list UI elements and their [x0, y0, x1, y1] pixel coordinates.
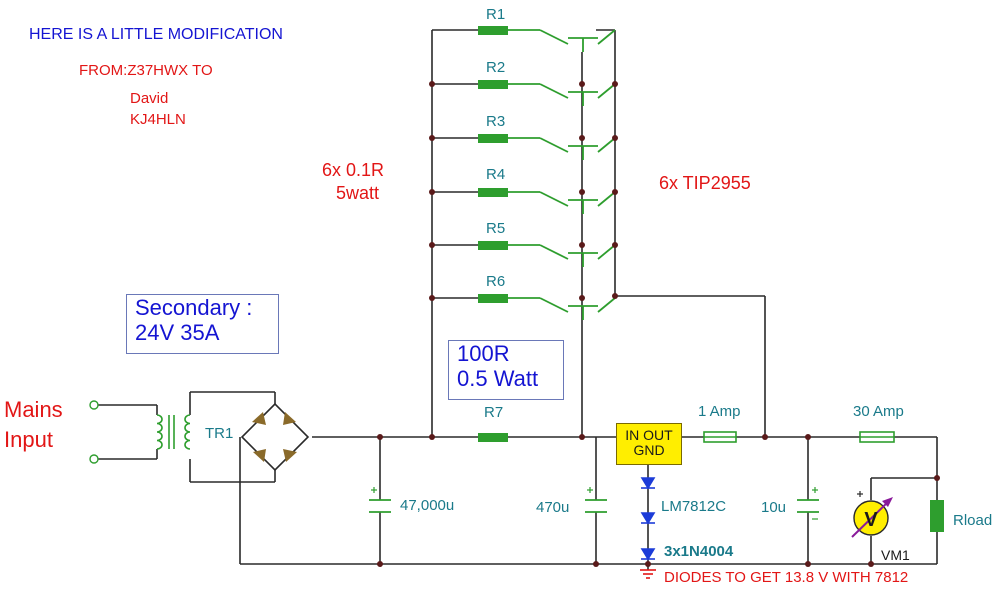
series-diodes [640, 477, 656, 561]
transistor-3 [508, 137, 616, 160]
label-r6: R6 [486, 273, 506, 290]
voltmeter-vm1: V [851, 491, 893, 538]
label-cap-10u: 10u [761, 499, 787, 516]
title-note: HERE IS A LITTLE MODIFICATION [29, 26, 283, 43]
label-regulator: LM7812C [661, 498, 727, 515]
mains-terminal-top [89, 400, 99, 410]
secondary-spec-line1: Secondary : [135, 295, 253, 320]
r7-spec-box: 100R 0.5 Watt [448, 340, 564, 400]
secondary-spec-box: Secondary : 24V 35A [126, 294, 279, 354]
resistor-note-line2: 5watt [336, 183, 380, 203]
diodes-label: 3x1N4004 [664, 543, 734, 560]
resistor-r5 [478, 241, 508, 250]
capacitor-47000u [369, 487, 391, 513]
ground-symbol [640, 569, 656, 579]
label-fuse-1a: 1 Amp [698, 403, 741, 420]
transistor-5 [508, 244, 616, 267]
r7-spec-line1: 100R [457, 341, 510, 366]
transistor-2 [508, 83, 616, 106]
junction-dots [377, 81, 940, 567]
label-r7: R7 [484, 404, 504, 421]
label-load: Rload [953, 512, 993, 529]
resistor-r6 [478, 294, 508, 303]
label-r5: R5 [486, 220, 506, 237]
mains-label-line1: Mains [4, 397, 63, 422]
regulator-ic: IN OUT GND [616, 423, 682, 465]
credit-name: David [130, 90, 169, 107]
label-fuse-30a: 30 Amp [853, 403, 904, 420]
resistor-r4 [478, 188, 508, 197]
load-resistor [930, 500, 944, 532]
regulator-pins: IN OUT [625, 427, 673, 443]
resistor-r1 [478, 26, 508, 35]
label-cap-47000u: 47,000u [400, 497, 455, 514]
regulator-gnd: GND [633, 441, 665, 458]
credit-callsign: KJ4HLN [130, 111, 186, 128]
fuses [703, 431, 895, 443]
label-r3: R3 [486, 113, 506, 130]
secondary-spec-line2: 24V 35A [135, 320, 220, 346]
capacitors [369, 487, 819, 520]
bridge-rectifier [240, 402, 310, 472]
mains-label-line2: Input [4, 427, 53, 452]
mains-terminal-bottom [89, 454, 99, 464]
resistor-r2 [478, 80, 508, 89]
resistor-note-line1: 6x 0.1R [322, 160, 385, 180]
resistor-r7 [478, 433, 508, 442]
transistor-4 [508, 191, 616, 214]
resistor-r3 [478, 134, 508, 143]
label-tr1: TR1 [205, 425, 234, 442]
pass-transistors [508, 29, 616, 320]
emitter-resistors [478, 26, 508, 442]
transformer-tr1 [156, 414, 191, 450]
wires [97, 29, 938, 570]
transistor-1 [508, 29, 616, 52]
diodes-note: DIODES TO GET 13.8 V WITH 7812 [664, 569, 909, 586]
capacitor-10u [797, 487, 819, 520]
capacitor-470u [585, 487, 607, 513]
svg-text:V: V [864, 509, 878, 531]
label-cap-470u: 470u [536, 499, 570, 516]
label-r2: R2 [486, 59, 506, 76]
transistor-6 [508, 297, 616, 320]
label-vm1: VM1 [881, 547, 910, 563]
credit-from: FROM:Z37HWX TO [79, 62, 213, 79]
transistor-note: 6x TIP2955 [659, 173, 751, 193]
label-r4: R4 [486, 166, 506, 183]
r7-spec-line2: 0.5 Watt [457, 366, 539, 392]
label-r1: R1 [486, 6, 506, 23]
